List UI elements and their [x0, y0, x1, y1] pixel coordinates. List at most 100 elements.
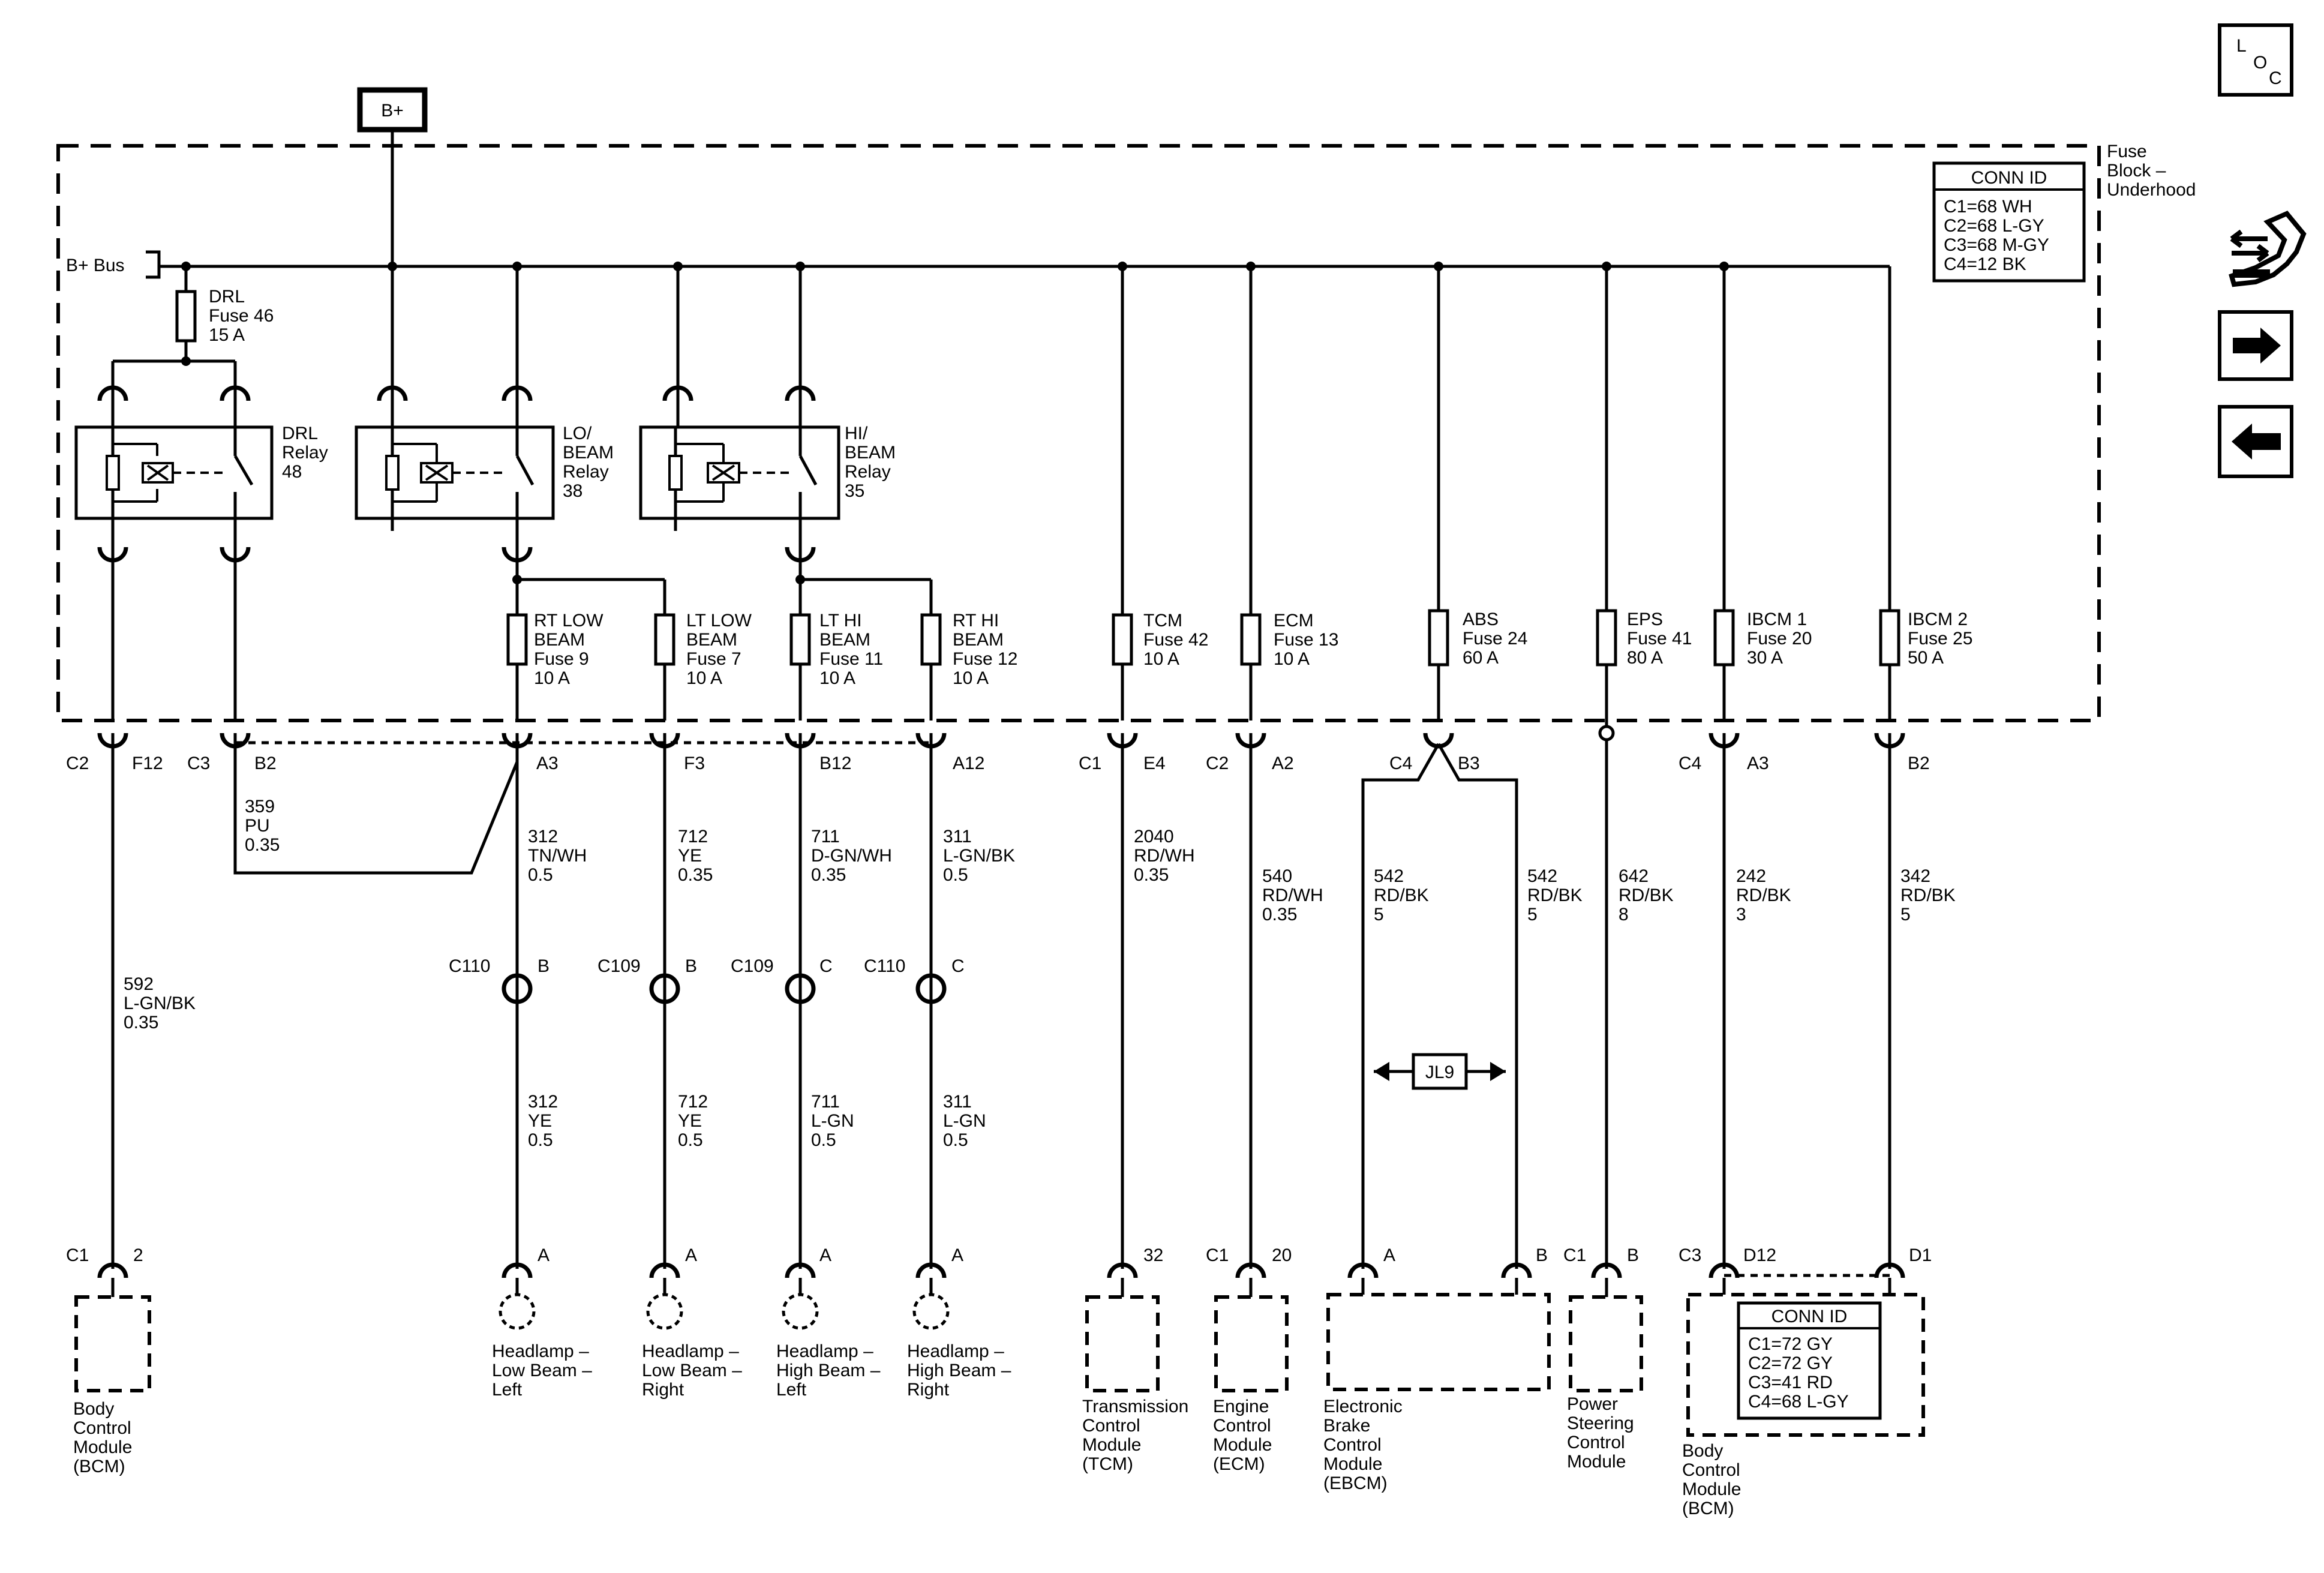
wire-label: 542	[1527, 866, 1557, 886]
fuse-label: 80 A	[1627, 648, 1663, 668]
pin-label: C2	[66, 754, 89, 773]
wire-label: 311	[943, 1092, 972, 1112]
conn-id-table-fuse-block: CONN ID C1=68 WH C2=68 L-GY C3=68 M-GY C…	[1932, 161, 2086, 283]
wire-label: 712	[678, 827, 708, 846]
drl-fuse-46: DRL Fuse 46 15 A	[175, 262, 274, 366]
wire-label: 5	[1374, 905, 1384, 924]
wire-label: 0.35	[678, 865, 713, 885]
conn-id-title: CONN ID	[1971, 168, 2047, 188]
component-label: Headlamp –	[642, 1341, 739, 1361]
pin-label: B2	[254, 754, 277, 773]
connector-label: C109	[731, 956, 774, 976]
wire-label: 8	[1619, 905, 1629, 924]
component-label: High Beam –	[907, 1361, 1011, 1380]
component-label: Brake	[1323, 1416, 1370, 1436]
fuse-label: 10 A	[534, 668, 570, 688]
drl-relay-label: Relay	[282, 443, 328, 463]
loc-icon[interactable]: L O C	[2218, 23, 2293, 97]
fuse-tcm: TCM Fuse 42 10 A	[1112, 262, 1208, 721]
fuse-ecm: ECM Fuse 13 10 A	[1240, 262, 1338, 721]
fuse-label: Fuse 25	[1908, 629, 1972, 649]
conn-id-title: CONN ID	[1771, 1307, 1848, 1326]
wire-label: 242	[1736, 866, 1766, 886]
pin-label: A	[951, 1245, 963, 1265]
wire-label: RD/BK	[1527, 885, 1583, 905]
pin-label: C3	[187, 754, 210, 773]
pin-label: B12	[819, 754, 851, 773]
pin-label: C1	[1079, 754, 1101, 773]
component-label: Right	[907, 1380, 950, 1400]
loc-letter: O	[2253, 53, 2267, 73]
wire-label: 592	[124, 974, 154, 994]
fuse-label: EPS	[1627, 610, 1663, 629]
component-label: Control	[1682, 1460, 1740, 1480]
drl-relay-label: DRL	[282, 424, 318, 443]
fuse-label: ABS	[1463, 610, 1499, 629]
wire-label: 0.35	[1134, 865, 1169, 885]
conn-id-line: C4=68 L-GY	[1748, 1392, 1849, 1412]
pin-label: A	[1383, 1245, 1395, 1265]
pin-label: A	[685, 1245, 697, 1265]
wire-label: 0.35	[1262, 905, 1297, 924]
wire-label: L-GN/BK	[943, 846, 1015, 866]
wire-label: 312	[528, 827, 558, 846]
drl-relay-48: DRL Relay 48	[74, 388, 328, 560]
pin-label: A	[538, 1245, 550, 1265]
back-arrow-icon[interactable]	[2218, 405, 2293, 478]
component-label: Electronic	[1323, 1397, 1403, 1416]
fuse-label: 10 A	[686, 668, 722, 688]
wire-label: RD/BK	[1736, 885, 1791, 905]
hi-beam-relay-35: HI/ BEAM Relay 35	[639, 262, 896, 560]
fuse-ibcm1: IBCM 1 Fuse 20 30 A	[1713, 262, 1812, 721]
component-label: Left	[492, 1380, 523, 1400]
pin-label: C4	[1679, 754, 1701, 773]
conn-id-line: C4=12 BK	[1944, 254, 2026, 274]
wire-label: 359	[245, 797, 275, 816]
fuse-label: 50 A	[1908, 648, 1944, 668]
component-label: Body	[73, 1399, 114, 1419]
lo-relay-label: BEAM	[563, 443, 614, 463]
fuse-block-pin-labels: C2 F12 C3 B2 A3 F3 B12 A12 C1 E4 C2 A2 C…	[66, 754, 1930, 773]
component-label: Module	[1082, 1435, 1141, 1455]
fuse-label: 10 A	[819, 668, 855, 688]
pin-label: C1	[66, 1245, 89, 1265]
fuse-label: LT HI	[819, 611, 862, 631]
forward-arrow-icon[interactable]	[2218, 310, 2293, 381]
component-label: Module	[1682, 1479, 1741, 1499]
pin-label: B3	[1458, 754, 1480, 773]
fuse-block-label-3: Underhood	[2107, 180, 2196, 200]
conn-id-line: C2=68 L-GY	[1944, 216, 2044, 236]
component-connectors	[100, 1265, 1903, 1297]
fuse-label: BEAM	[953, 630, 1004, 650]
pin-label: C4	[1389, 754, 1412, 773]
fuse-label: Fuse 42	[1143, 630, 1208, 650]
pin-label: B	[538, 956, 550, 976]
wire-label: RD/BK	[1619, 885, 1674, 905]
lo-beam-relay-38: LO/ BEAM Relay 38	[355, 262, 614, 560]
fuse-label: BEAM	[819, 630, 870, 650]
component-label: Control	[1082, 1416, 1140, 1436]
wire-label: 711	[811, 827, 840, 846]
wire-label: 642	[1619, 866, 1649, 886]
hi-relay-label: 35	[845, 481, 864, 501]
component-label: Control	[1323, 1435, 1382, 1455]
fuse-lt-low-beam: LT LOW BEAM Fuse 7 10 A	[654, 580, 752, 721]
conn-id-line: C2=72 GY	[1748, 1353, 1833, 1373]
connector-label: C109	[597, 956, 641, 976]
pin-label: 20	[1272, 1245, 1292, 1265]
connector-icon[interactable]	[2229, 211, 2307, 287]
fuse-label: RT HI	[953, 611, 999, 631]
wire-label: 0.5	[528, 1130, 553, 1150]
component-label: Steering	[1567, 1413, 1634, 1433]
connector-label: C110	[449, 956, 491, 976]
wire-label: 0.35	[245, 835, 280, 855]
wire-label: 0.5	[528, 865, 553, 885]
fuse-label: Fuse 9	[534, 649, 589, 669]
pin-label: 32	[1143, 1245, 1163, 1265]
wire-label: 0.35	[811, 865, 846, 885]
lo-relay-label: LO/	[563, 424, 592, 443]
wire-label: YE	[678, 1111, 702, 1131]
wire-label: YE	[678, 846, 702, 866]
wire-label: L-GN	[811, 1111, 854, 1131]
